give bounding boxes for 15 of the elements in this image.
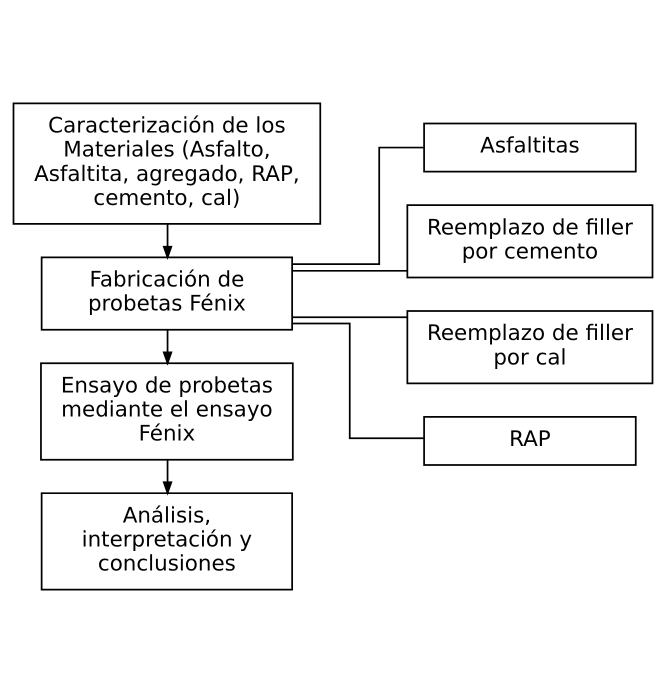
connector: [292, 316, 407, 318]
node-box: Ensayo de probetas mediante el ensayo Fénix: [40, 362, 294, 461]
connector: [292, 322, 424, 440]
arrow: [162, 460, 173, 496]
node-box: Reemplazo de filler por cal: [406, 310, 654, 384]
connector: [292, 146, 424, 265]
connector: [292, 270, 407, 272]
node-box: Caracterización de los Materiales (Asfalto, Asfaltita, agregado, RAP, cemento, cal): [12, 102, 322, 225]
node-box: RAP: [423, 416, 637, 466]
node-box: Fabricación de probetas Fénix: [40, 256, 293, 331]
arrow: [162, 224, 173, 260]
arrow: [162, 330, 173, 366]
node-box: Reemplazo de filler por cemento: [406, 204, 654, 278]
node-box: Asfaltitas: [423, 122, 637, 173]
node-box: Análisis, interpretación y conclusiones: [40, 492, 293, 590]
